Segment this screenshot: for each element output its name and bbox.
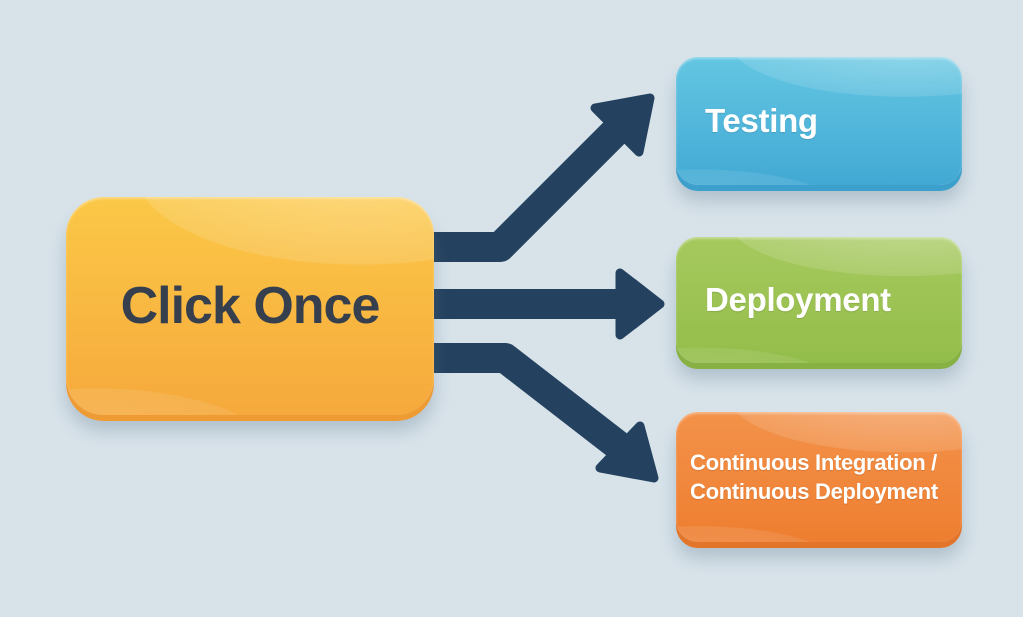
cicd-label-line-1: Continuous Integration / xyxy=(690,449,937,475)
node-deployment: Deployment xyxy=(676,237,962,363)
arrow-to-cicd xyxy=(425,343,659,483)
node-cicd-label: Continuous Integration / Continuous Depl… xyxy=(676,448,938,506)
arrow-to-testing xyxy=(425,93,655,262)
node-continuous-integration-deployment: Continuous Integration / Continuous Depl… xyxy=(676,412,962,542)
node-click-once: Click Once xyxy=(66,197,434,415)
arrow-to-deployment xyxy=(425,268,665,340)
node-deployment-label: Deployment xyxy=(705,281,891,318)
cicd-label-line-2: Continuous Deployment xyxy=(690,479,938,504)
node-testing: Testing xyxy=(676,57,962,185)
node-testing-label: Testing xyxy=(705,102,818,139)
node-click-once-label: Click Once xyxy=(120,277,381,335)
